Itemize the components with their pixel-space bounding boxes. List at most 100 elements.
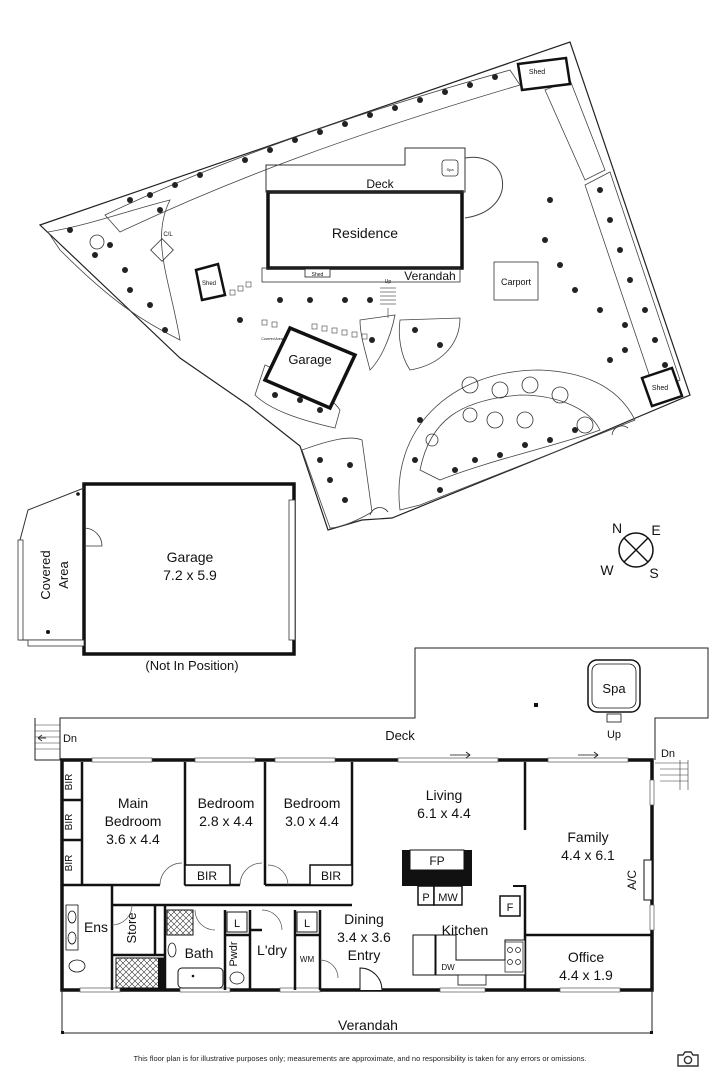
garage-plan-side-door [83, 527, 103, 547]
deck-outline [34, 647, 709, 761]
garden-bed-west [47, 199, 181, 341]
compass-w: W [600, 562, 614, 578]
site-residence-label: Residence [332, 225, 398, 241]
main-bedroom-line2: Bedroom [105, 813, 162, 829]
bir2-label: BIR [64, 814, 75, 831]
bir3-label: BIR [64, 855, 75, 872]
site-plan: Residence Deck Spa Verandah Shed Up Carp… [38, 41, 691, 531]
house-exterior-wall [60, 758, 654, 992]
ldry-l-box [296, 911, 318, 933]
site-deck [265, 147, 466, 193]
bedroom2-name: Bedroom [198, 795, 255, 811]
ensuite-fixtures [65, 904, 86, 973]
pwdr-l-box [226, 911, 248, 933]
verandah-outline [61, 990, 653, 1034]
site-shed-left-label: Shed [202, 281, 216, 287]
site-deck-label: Deck [366, 177, 394, 191]
garage-plan-outline [82, 482, 296, 656]
store-name: Store [124, 912, 139, 943]
office-dims: 4.4 x 1.9 [559, 967, 613, 983]
shower-tiles [115, 957, 165, 989]
site-spa-label: Spa [446, 167, 454, 172]
door-swings [111, 862, 339, 979]
site-garage [262, 325, 358, 411]
deck-dn-right-label: Dn [661, 748, 675, 760]
disclaimer-text: This floor plan is for illustrative purp… [133, 1054, 587, 1063]
spa-up-label: Up [607, 729, 621, 741]
fireplace: FP P MW [402, 849, 472, 906]
pwdr-name: Pwdr [228, 941, 240, 966]
bedroom3-dims: 3.0 x 4.4 [285, 813, 339, 829]
site-shed-under-verandah-label: Shed [312, 272, 324, 278]
main-bedroom-dims: 3.6 x 4.4 [106, 831, 160, 847]
compass-s: S [649, 565, 658, 581]
garage-plan-covered-wall [17, 539, 24, 641]
ldry-name: L'dry [257, 942, 287, 958]
site-shed-top-right [516, 56, 572, 92]
family-name: Family [567, 829, 608, 845]
site-shed-right-label: Shed [652, 385, 668, 392]
site-boundary [38, 41, 691, 531]
camera-icon[interactable] [676, 1050, 700, 1068]
site-shed-top-right-label: Shed [529, 69, 545, 76]
garden-bed-mid [359, 314, 396, 371]
garden-beds [47, 69, 681, 529]
fridge-box [499, 895, 521, 917]
fridge-label: F [507, 902, 514, 914]
deck-label: Deck [385, 728, 415, 743]
compass-e: E [651, 522, 660, 538]
site-carport-label: Carport [501, 277, 532, 287]
bir5-label: BIR [321, 869, 341, 883]
garage-plan-title: Garage [167, 549, 214, 565]
ac-label: A/C [625, 870, 639, 890]
trees [89, 234, 594, 447]
living-name: Living [426, 787, 463, 803]
bath-name: Bath [185, 945, 214, 961]
kitchen-name: Kitchen [442, 922, 489, 938]
pwdr-toilet [229, 971, 245, 985]
sink-icon [457, 974, 487, 986]
kitchen-island [412, 934, 436, 976]
dining-line2: Entry [348, 947, 381, 963]
garden-bed-south [301, 437, 373, 529]
slider-arrows [450, 751, 599, 759]
site-deck-curve [464, 156, 504, 219]
wm-label: WM [300, 955, 315, 964]
site-up-label: Up [385, 279, 392, 285]
l1-label: L [234, 918, 240, 930]
garden-bed-east-strip [584, 171, 681, 393]
garage-plan-note: (Not In Position) [145, 658, 238, 673]
site-clothesline [150, 238, 174, 262]
spa-step [606, 713, 622, 723]
verandah-posts [61, 1031, 653, 1034]
deck-marker [534, 703, 538, 707]
bir-column: BIR BIR BIR [64, 774, 75, 872]
l2-label: L [304, 918, 310, 930]
site-gate-east [611, 425, 629, 436]
windows-right [649, 779, 655, 931]
garden-bed-arc-inner [419, 394, 601, 481]
site-gate-south [369, 507, 389, 516]
bir1-label: BIR [64, 774, 75, 791]
bir5-box [309, 864, 353, 886]
garage-plan-covered-bottom [27, 639, 85, 647]
site-shed-under-verandah [304, 268, 331, 278]
compass-n: N [612, 520, 622, 536]
ac-unit [643, 859, 653, 901]
bedroom3-name: Bedroom [284, 795, 341, 811]
bir4-label: BIR [197, 869, 217, 883]
bathtub [177, 967, 224, 989]
shrubs [67, 74, 668, 503]
garage-plan-covered-line1: Covered [38, 550, 53, 599]
p-label: P [422, 892, 429, 904]
garden-bed-top-right [544, 79, 606, 181]
spa-label: Spa [602, 681, 626, 696]
fp-label: FP [429, 854, 444, 868]
site-paver-path [229, 281, 368, 340]
spa-inner [591, 663, 637, 709]
deck-steps-left [35, 724, 60, 750]
site-carport [493, 261, 539, 301]
deck-dn-left-label: Dn [63, 733, 77, 745]
site-garage-label: Garage [288, 352, 331, 367]
